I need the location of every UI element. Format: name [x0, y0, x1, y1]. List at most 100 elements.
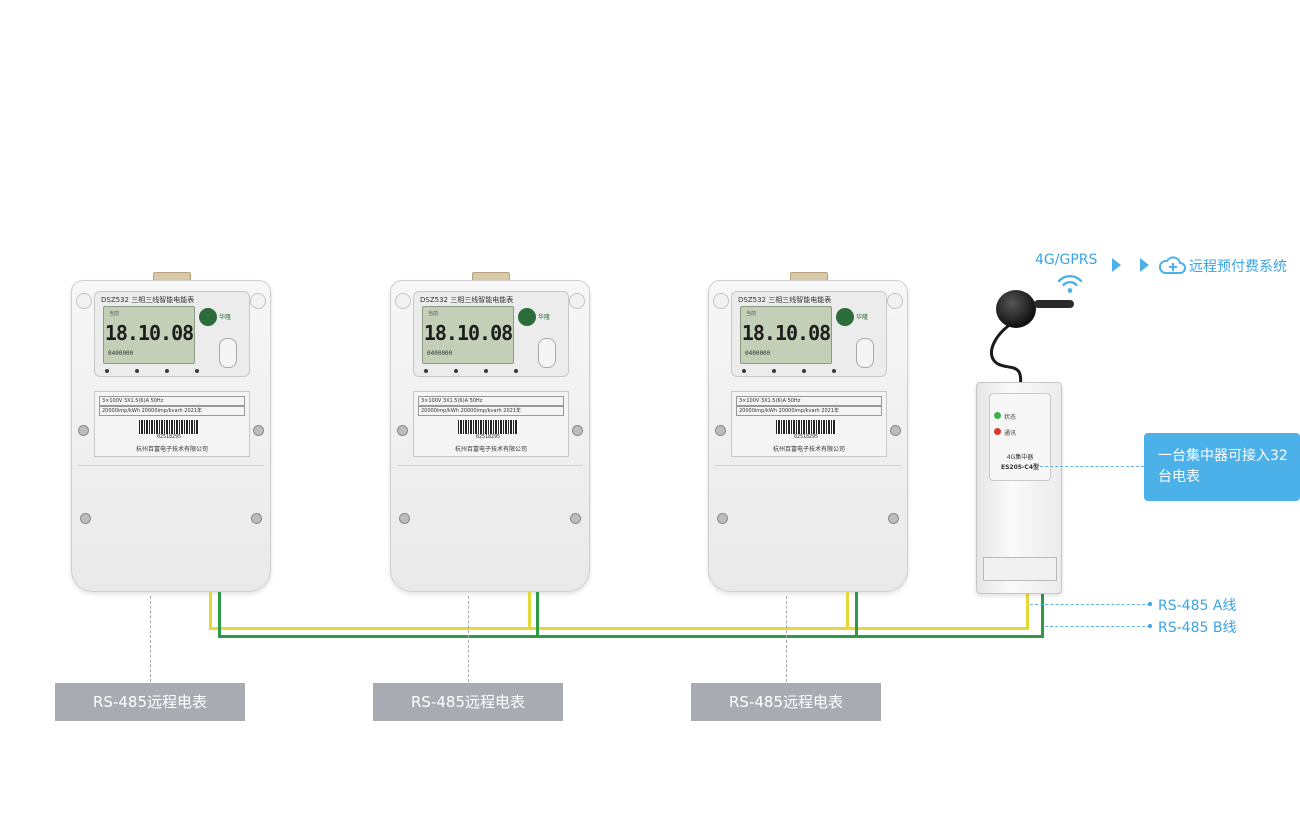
wireless-label: 4G/GPRS: [1035, 252, 1098, 268]
screw-icon: [80, 513, 91, 524]
meter-serial: 02518295: [156, 434, 182, 440]
meter-spec-row: 3×100V 3X1.5(6)A 50Hz: [418, 396, 564, 406]
meter-cover-seam: [78, 465, 264, 466]
meter-1: DSZ532 三相三线智能电能表 当前 18.10.08 0400000 华隆 …: [71, 272, 271, 592]
meter-lcd: 当前 18.10.08 0400000: [422, 306, 514, 364]
meter-lcd-code: 0400000: [108, 350, 134, 357]
meter-manufacturer: 杭州百富电子技术有限公司: [135, 446, 208, 453]
meter-nameplate: 3×100V 3X1.5(6)A 50Hz 20000imp/kWh 20000…: [94, 391, 250, 457]
wire-a-bus: [209, 627, 1029, 630]
meter-lcd-caption: 当前: [746, 311, 757, 317]
concentrator-led-comm: 通讯: [1004, 430, 1017, 437]
wire-b-bus: [218, 635, 1044, 638]
meter-model: DSZ532 三相三线智能电能表: [420, 296, 514, 304]
screw-icon: [572, 425, 583, 436]
meter-led-icon: [135, 369, 139, 373]
screw-icon: [78, 425, 89, 436]
barcode-icon: [139, 420, 199, 434]
arrow-right-icon: [1140, 258, 1149, 272]
guide-dot: [1148, 602, 1152, 606]
meter-2: DSZ532 三相三线智能电能表 当前 18.10.08 0400000 华隆 …: [390, 272, 590, 592]
screw-icon: [570, 513, 581, 524]
meter-model: DSZ532 三相三线智能电能表: [738, 296, 832, 304]
meter-mount-ear: [250, 293, 266, 309]
wire-a-drop-concentrator: [1026, 592, 1029, 630]
wire-a-drop-meter-3: [846, 592, 849, 630]
meter-mount-ear: [76, 293, 92, 309]
screw-icon: [717, 513, 728, 524]
meter-led-icon: [772, 369, 776, 373]
brand-logo-icon: [199, 308, 217, 326]
brand-logo-icon: [836, 308, 854, 326]
meter-page-button: [219, 338, 237, 368]
wifi-signal-icon: [1057, 275, 1083, 293]
antenna-cable: [990, 320, 1023, 388]
concentrator: 状态 通讯 4G集中器 ES205-C4型: [976, 382, 1062, 594]
screw-icon: [715, 425, 726, 436]
meter-page-button: [538, 338, 556, 368]
meter-model: DSZ532 三相三线智能电能表: [101, 296, 195, 304]
guide-line-b: [1045, 626, 1150, 627]
callout-guide-line: [1040, 466, 1144, 467]
meter-mount-ear: [713, 293, 729, 309]
meter-lcd-code: 0400000: [745, 350, 771, 357]
screw-icon: [399, 513, 410, 524]
meter-mount-ear: [887, 293, 903, 309]
wire-b-drop-meter-2: [536, 592, 539, 638]
meter-display-window: DSZ532 三相三线智能电能表 当前 18.10.08 0400000 华隆: [413, 291, 569, 377]
capacity-callout-text: 一台集中器可接入32台电表: [1158, 448, 1288, 485]
meter-spec-row: 20000imp/kWh 20000imp/kvarh 2021年: [736, 406, 882, 416]
meter-reading: 18.10.08: [104, 321, 194, 345]
meter-serial: 02518295: [475, 434, 501, 440]
meter-led-icon: [454, 369, 458, 373]
concentrator-led-status: 状态: [1004, 414, 1017, 421]
meter-cover-seam: [397, 465, 583, 466]
meter-spec-row: 3×100V 3X1.5(6)A 50Hz: [99, 396, 245, 406]
meter-body: DSZ532 三相三线智能电能表 当前 18.10.08 0400000 华隆 …: [71, 280, 271, 592]
guide-dot: [1148, 624, 1152, 628]
meter-lcd-caption: 当前: [109, 311, 120, 317]
wire-a-drop-meter-1: [209, 592, 212, 630]
barcode-icon: [458, 420, 518, 434]
guide-line: [150, 596, 151, 682]
meter-lcd-caption: 当前: [428, 311, 439, 317]
meter-reading: 18.10.08: [423, 321, 513, 345]
meter-led-icon: [424, 369, 428, 373]
meter-mount-ear: [395, 293, 411, 309]
meter-label-3: RS-485远程电表: [691, 683, 881, 721]
screw-icon: [251, 513, 262, 524]
screw-icon: [397, 425, 408, 436]
meter-cover-seam: [715, 465, 901, 466]
meter-spec-row: 3×100V 3X1.5(6)A 50Hz: [736, 396, 882, 406]
meter-reading: 18.10.08: [741, 321, 831, 345]
comm-led-icon: [994, 428, 1001, 435]
meter-brand: 华隆: [856, 314, 869, 321]
antenna-connector: [1034, 300, 1074, 308]
meter-led-icon: [514, 369, 518, 373]
screw-icon: [890, 425, 901, 436]
screw-icon: [253, 425, 264, 436]
meter-manufacturer: 杭州百富电子技术有限公司: [772, 446, 845, 453]
meter-brand: 华隆: [538, 314, 551, 321]
brand-logo-icon: [518, 308, 536, 326]
meter-display-window: DSZ532 三相三线智能电能表 当前 18.10.08 0400000 华隆: [94, 291, 250, 377]
rs485-a-label: RS-485 A线: [1158, 598, 1237, 614]
meter-brand: 华隆: [219, 314, 232, 321]
meter-led-icon: [484, 369, 488, 373]
meter-page-button: [856, 338, 874, 368]
concentrator-panel: 状态 通讯 4G集中器 ES205-C4型: [989, 393, 1051, 481]
concentrator-terminal-block: [983, 557, 1057, 581]
meter-lcd: 当前 18.10.08 0400000: [740, 306, 832, 364]
capacity-callout: 一台集中器可接入32台电表: [1144, 433, 1300, 501]
wire-a-drop-meter-2: [528, 592, 531, 630]
wire-b-drop-concentrator: [1041, 592, 1044, 638]
meter-led-icon: [742, 369, 746, 373]
meter-spec-row: 20000imp/kWh 20000imp/kvarh 2021年: [99, 406, 245, 416]
meter-body: DSZ532 三相三线智能电能表 当前 18.10.08 0400000 华隆 …: [708, 280, 908, 592]
meter-led-icon: [105, 369, 109, 373]
meter-lcd-code: 0400000: [427, 350, 453, 357]
meter-label-1: RS-485远程电表: [55, 683, 245, 721]
meter-3: DSZ532 三相三线智能电能表 当前 18.10.08 0400000 华隆 …: [708, 272, 908, 592]
status-led-icon: [994, 412, 1001, 419]
